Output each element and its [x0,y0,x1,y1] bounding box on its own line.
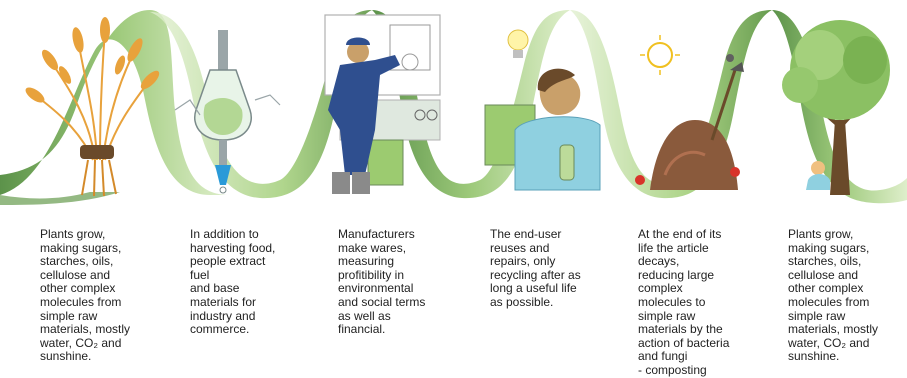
end-user-icon [484,29,601,191]
tree-icon [782,20,890,195]
flask-icon [174,30,281,194]
caption-harvesting: In addition to harvesting food, people e… [190,227,276,337]
caption-plants-grow: Plants grow, making sugars, starches, oi… [40,227,131,364]
caption-decay: At the end of its life the article decay… [638,227,730,377]
caption-end-user: The end-user reuses and repairs, only re… [490,227,581,309]
caption-plants-regrow: Plants grow, making sugars, starches, oi… [788,227,879,364]
factory-worker-icon [324,14,441,194]
green-ribbon [0,10,907,205]
compost-heap-icon [635,35,744,190]
lifecycle-illustration [0,10,907,205]
wheat-sheaf-icon [25,17,160,197]
caption-manufacturers: Manufacturers make wares, measuring prof… [338,227,426,337]
